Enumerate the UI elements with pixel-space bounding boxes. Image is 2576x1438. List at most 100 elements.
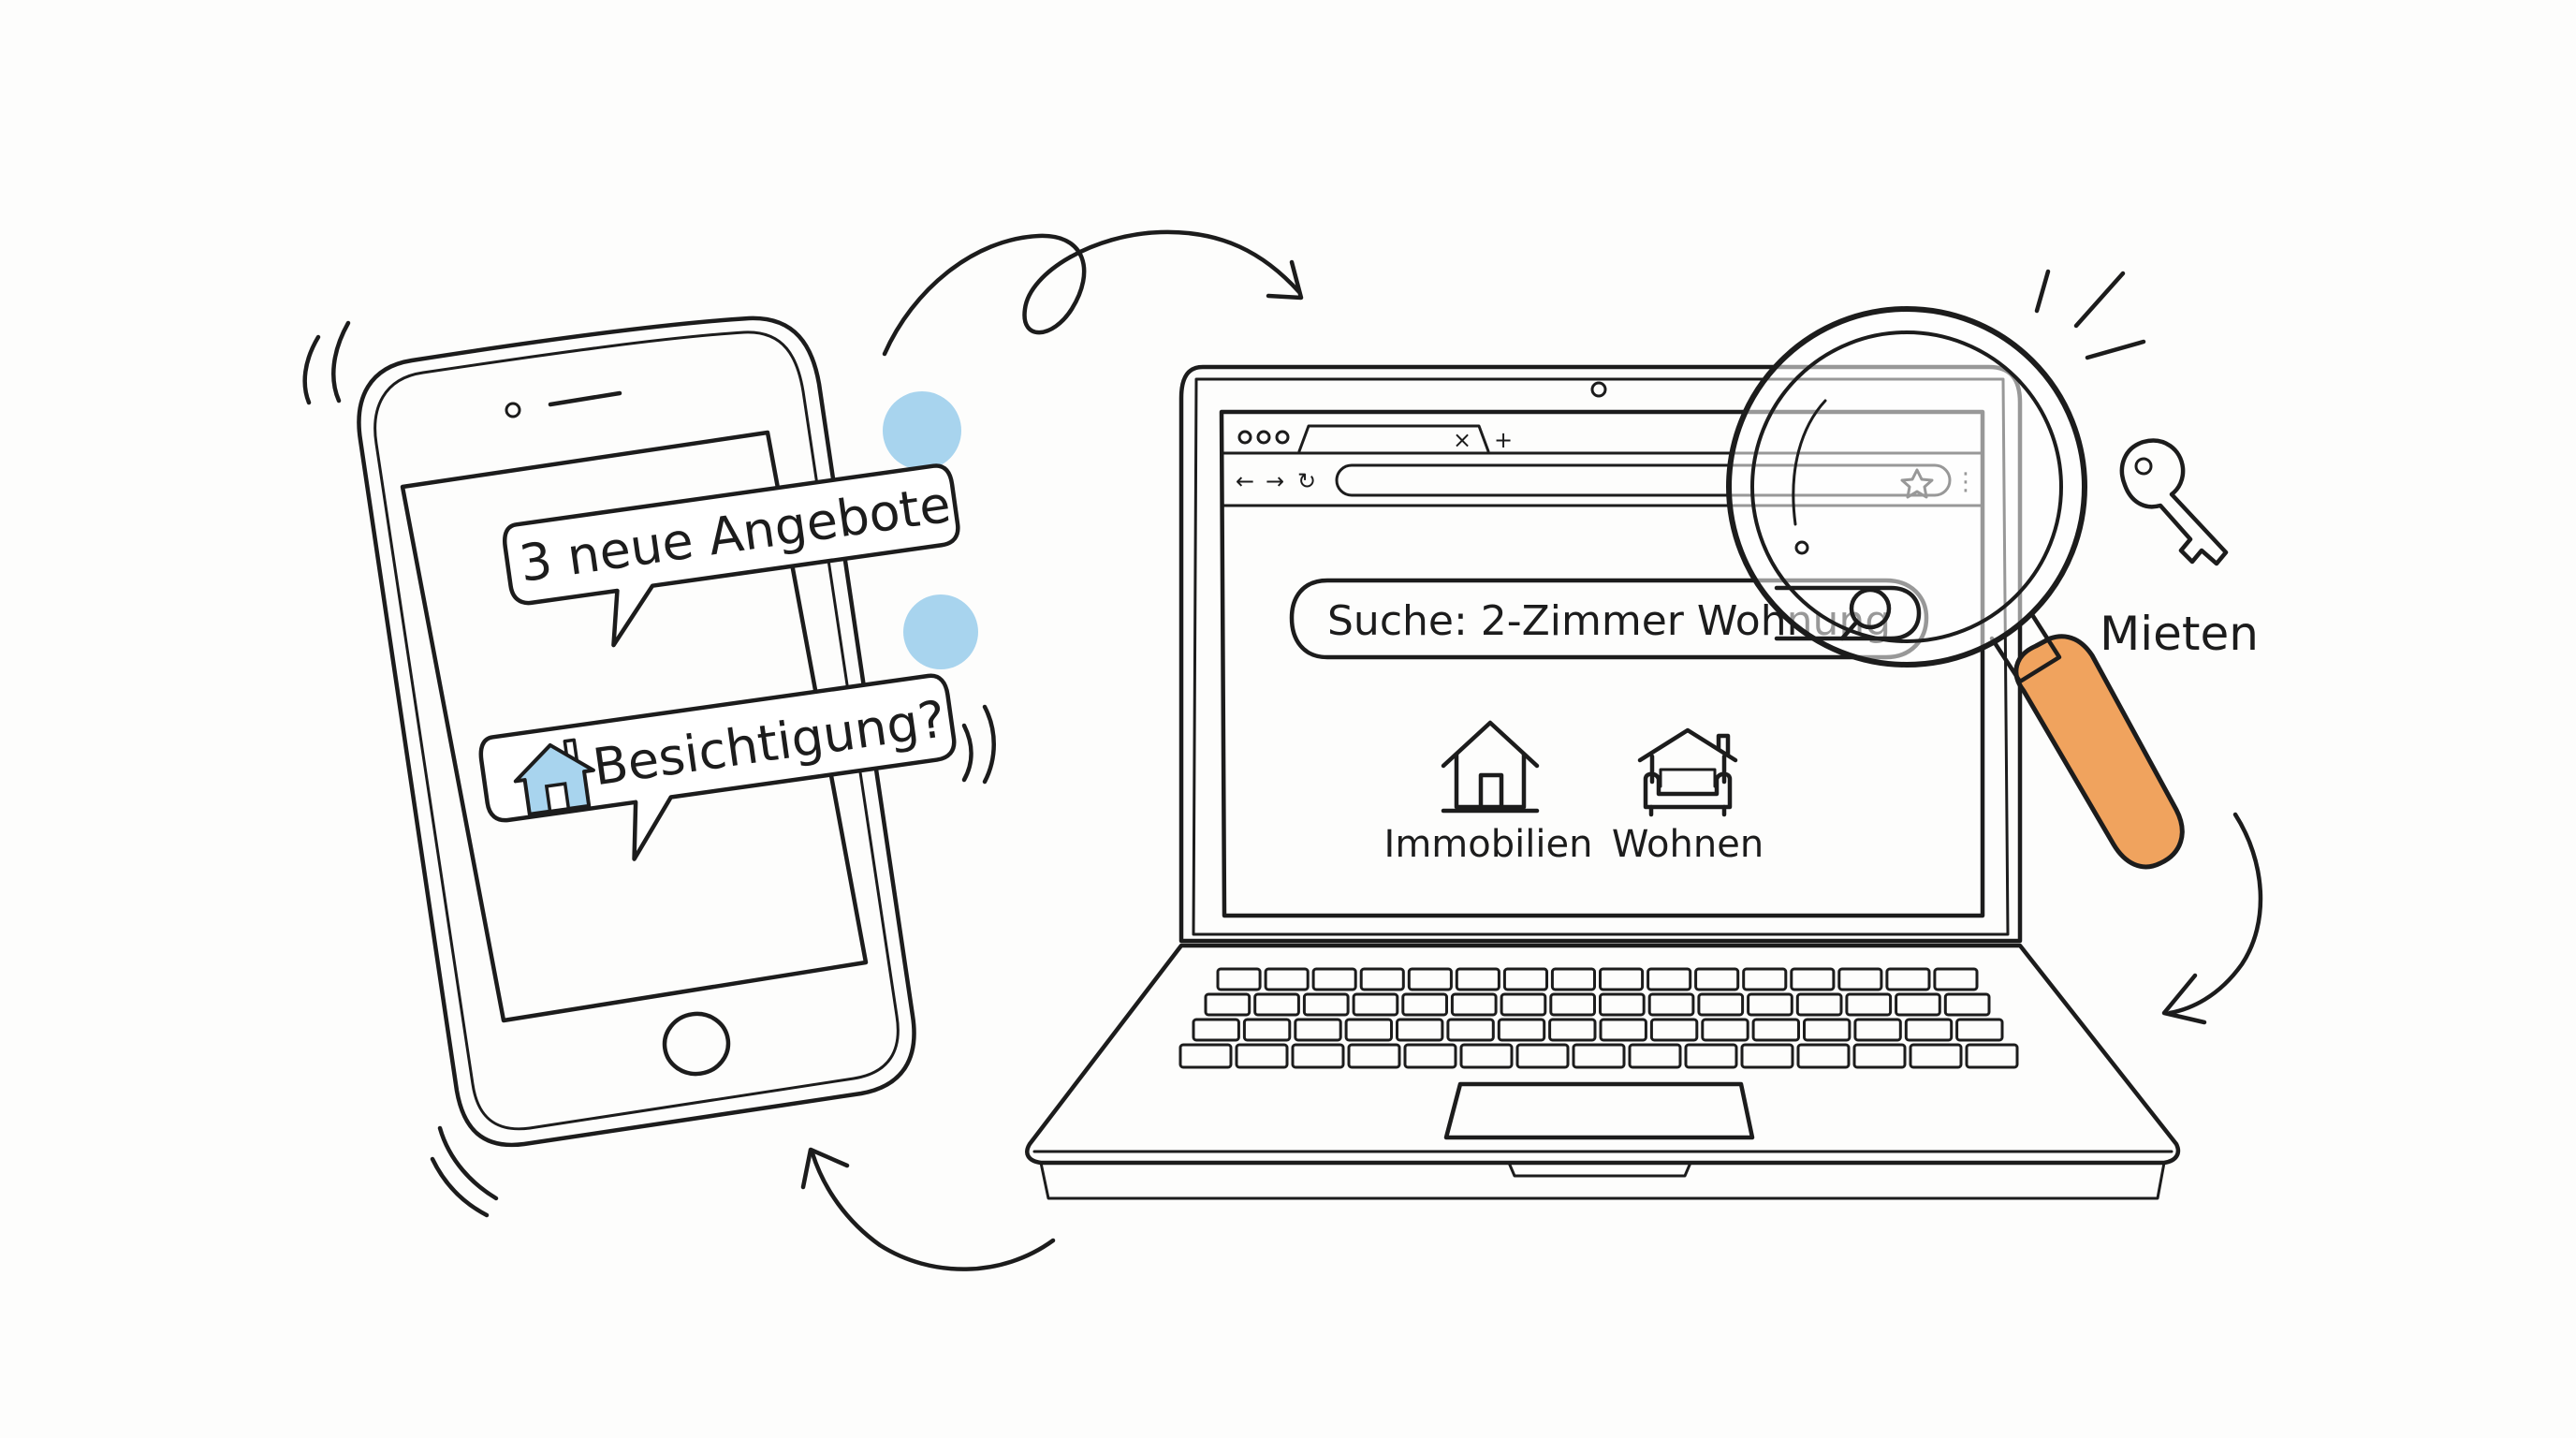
forward-arrow-icon[interactable]: →: [1266, 468, 1284, 494]
keyboard-key: [1253, 992, 1300, 1017]
keyboard-key: [1572, 1043, 1626, 1069]
keyboard-key: [1803, 1018, 1852, 1042]
back-arrow-icon[interactable]: ←: [1236, 468, 1254, 494]
phone-home-button: [662, 1011, 731, 1077]
reload-icon[interactable]: ↻: [1297, 468, 1316, 494]
phone-screen: [400, 430, 869, 1023]
vibration-mark: [982, 704, 996, 785]
keyboard-key: [1837, 967, 1883, 991]
keyboard-key: [1455, 967, 1500, 991]
arrow-bottom: [810, 1151, 1056, 1271]
new-tab-icon[interactable]: +: [1494, 427, 1513, 453]
keyboard-key: [1352, 992, 1399, 1017]
category-label: Wohnen: [1612, 823, 1764, 866]
mieten-label: Mieten: [2100, 607, 2259, 661]
keyboard-key: [1684, 1043, 1738, 1069]
keyboard-key: [1647, 967, 1692, 991]
keyboard-key: [1647, 992, 1695, 1017]
keyboard-key: [1747, 992, 1793, 1017]
arrow-top: [882, 229, 1302, 357]
magnifier-rim-outer: [1726, 306, 2087, 668]
arrow-right: [2167, 812, 2263, 1016]
keyboard-key: [1548, 1018, 1597, 1042]
tab-close-icon[interactable]: ×: [1453, 427, 1471, 453]
keyboard-key: [1701, 1018, 1749, 1042]
keyboard-key: [1401, 992, 1449, 1017]
keyboard-key: [1549, 992, 1597, 1017]
keyboard-key: [1965, 1043, 2019, 1069]
house-icon: [513, 738, 595, 816]
category-immobilien[interactable]: Immobilien: [1384, 720, 1593, 866]
browser-tab: [1297, 424, 1490, 453]
keyboard: [1178, 967, 2019, 1069]
keyboard-key: [1852, 1043, 1907, 1069]
magnifier-handle: [2013, 634, 2185, 870]
keyboard-key: [1407, 967, 1453, 991]
keyboard-key: [1450, 992, 1498, 1017]
phone-speaker: [548, 390, 622, 407]
arrow-bottom-head: [800, 1147, 850, 1190]
keyboard-key: [1933, 967, 1979, 991]
category-wohnen[interactable]: Wohnen: [1612, 727, 1764, 866]
phone-body: [357, 315, 916, 1148]
keyboard-key: [1904, 1018, 1954, 1042]
bubble-outline: [478, 673, 957, 861]
keyboard-key: [1459, 1043, 1514, 1069]
keyboard-key: [1192, 1018, 1240, 1042]
keyboard-key: [1291, 1043, 1345, 1069]
keyboard-key: [1909, 1043, 1963, 1069]
keyboard-key: [1403, 1043, 1457, 1069]
trackpad: [1443, 1081, 1755, 1140]
vibration-mark: [430, 1156, 490, 1218]
keyboard-key: [1302, 992, 1350, 1017]
keyboard-key: [1204, 992, 1251, 1017]
keyboard-key: [1796, 1043, 1851, 1069]
bubble-outline: [503, 463, 960, 648]
keyboard-key: [1885, 967, 1931, 991]
keyboard-key: [1264, 967, 1310, 991]
lens-glint: [1792, 399, 1827, 526]
keyboard-key: [1235, 1043, 1289, 1069]
sparkle-mark: [2034, 269, 2051, 314]
sparkle-mark: [2085, 339, 2146, 360]
keyboard-key: [1178, 1043, 1233, 1069]
window-control-dot: [1237, 430, 1252, 445]
vibration-mark: [302, 334, 321, 405]
keyboard-key: [1599, 1018, 1647, 1042]
house-icon: [1441, 720, 1540, 814]
keyboard-key: [1294, 1018, 1342, 1042]
arrow-top-head: [1266, 259, 1304, 301]
magnifier-rim-inner: [1750, 330, 2063, 643]
category-label: Immobilien: [1384, 823, 1593, 866]
search-icon: [1774, 585, 1922, 641]
keyboard-key: [1599, 992, 1646, 1017]
keyboard-key: [1740, 1043, 1794, 1069]
vibration-mark: [437, 1125, 499, 1201]
keyboard-key: [1446, 1018, 1495, 1042]
laptop-lid-inner: [1192, 377, 2010, 936]
keyboard-key: [1344, 1018, 1393, 1042]
bubble-viewing: Besichtigung?: [478, 673, 957, 861]
phone-camera: [505, 402, 521, 418]
keyboard-key: [1500, 992, 1547, 1017]
keyboard-key: [1790, 967, 1836, 991]
keyboard-key: [1550, 967, 1597, 991]
laptop-base: [1025, 943, 2181, 1166]
bubble-new-offers: 3 neue Angebote: [503, 463, 960, 648]
notification-dot: [903, 594, 978, 669]
phone-body-inner: [373, 330, 900, 1131]
laptop-webcam: [1590, 381, 1607, 398]
keyboard-key: [1943, 992, 1991, 1017]
laptop-screen: [1219, 409, 1985, 918]
vibration-mark: [331, 320, 351, 404]
magnifying-glass: [1726, 269, 2185, 870]
keyboard-key: [1396, 1018, 1444, 1042]
keyboard-key: [1497, 1018, 1546, 1042]
flow-arrows: [800, 229, 2263, 1271]
lens-glint-dot: [1794, 540, 1809, 555]
window-control-dot: [1275, 430, 1290, 445]
keyboard-key: [1311, 967, 1357, 991]
keyboard-key: [1502, 967, 1549, 991]
